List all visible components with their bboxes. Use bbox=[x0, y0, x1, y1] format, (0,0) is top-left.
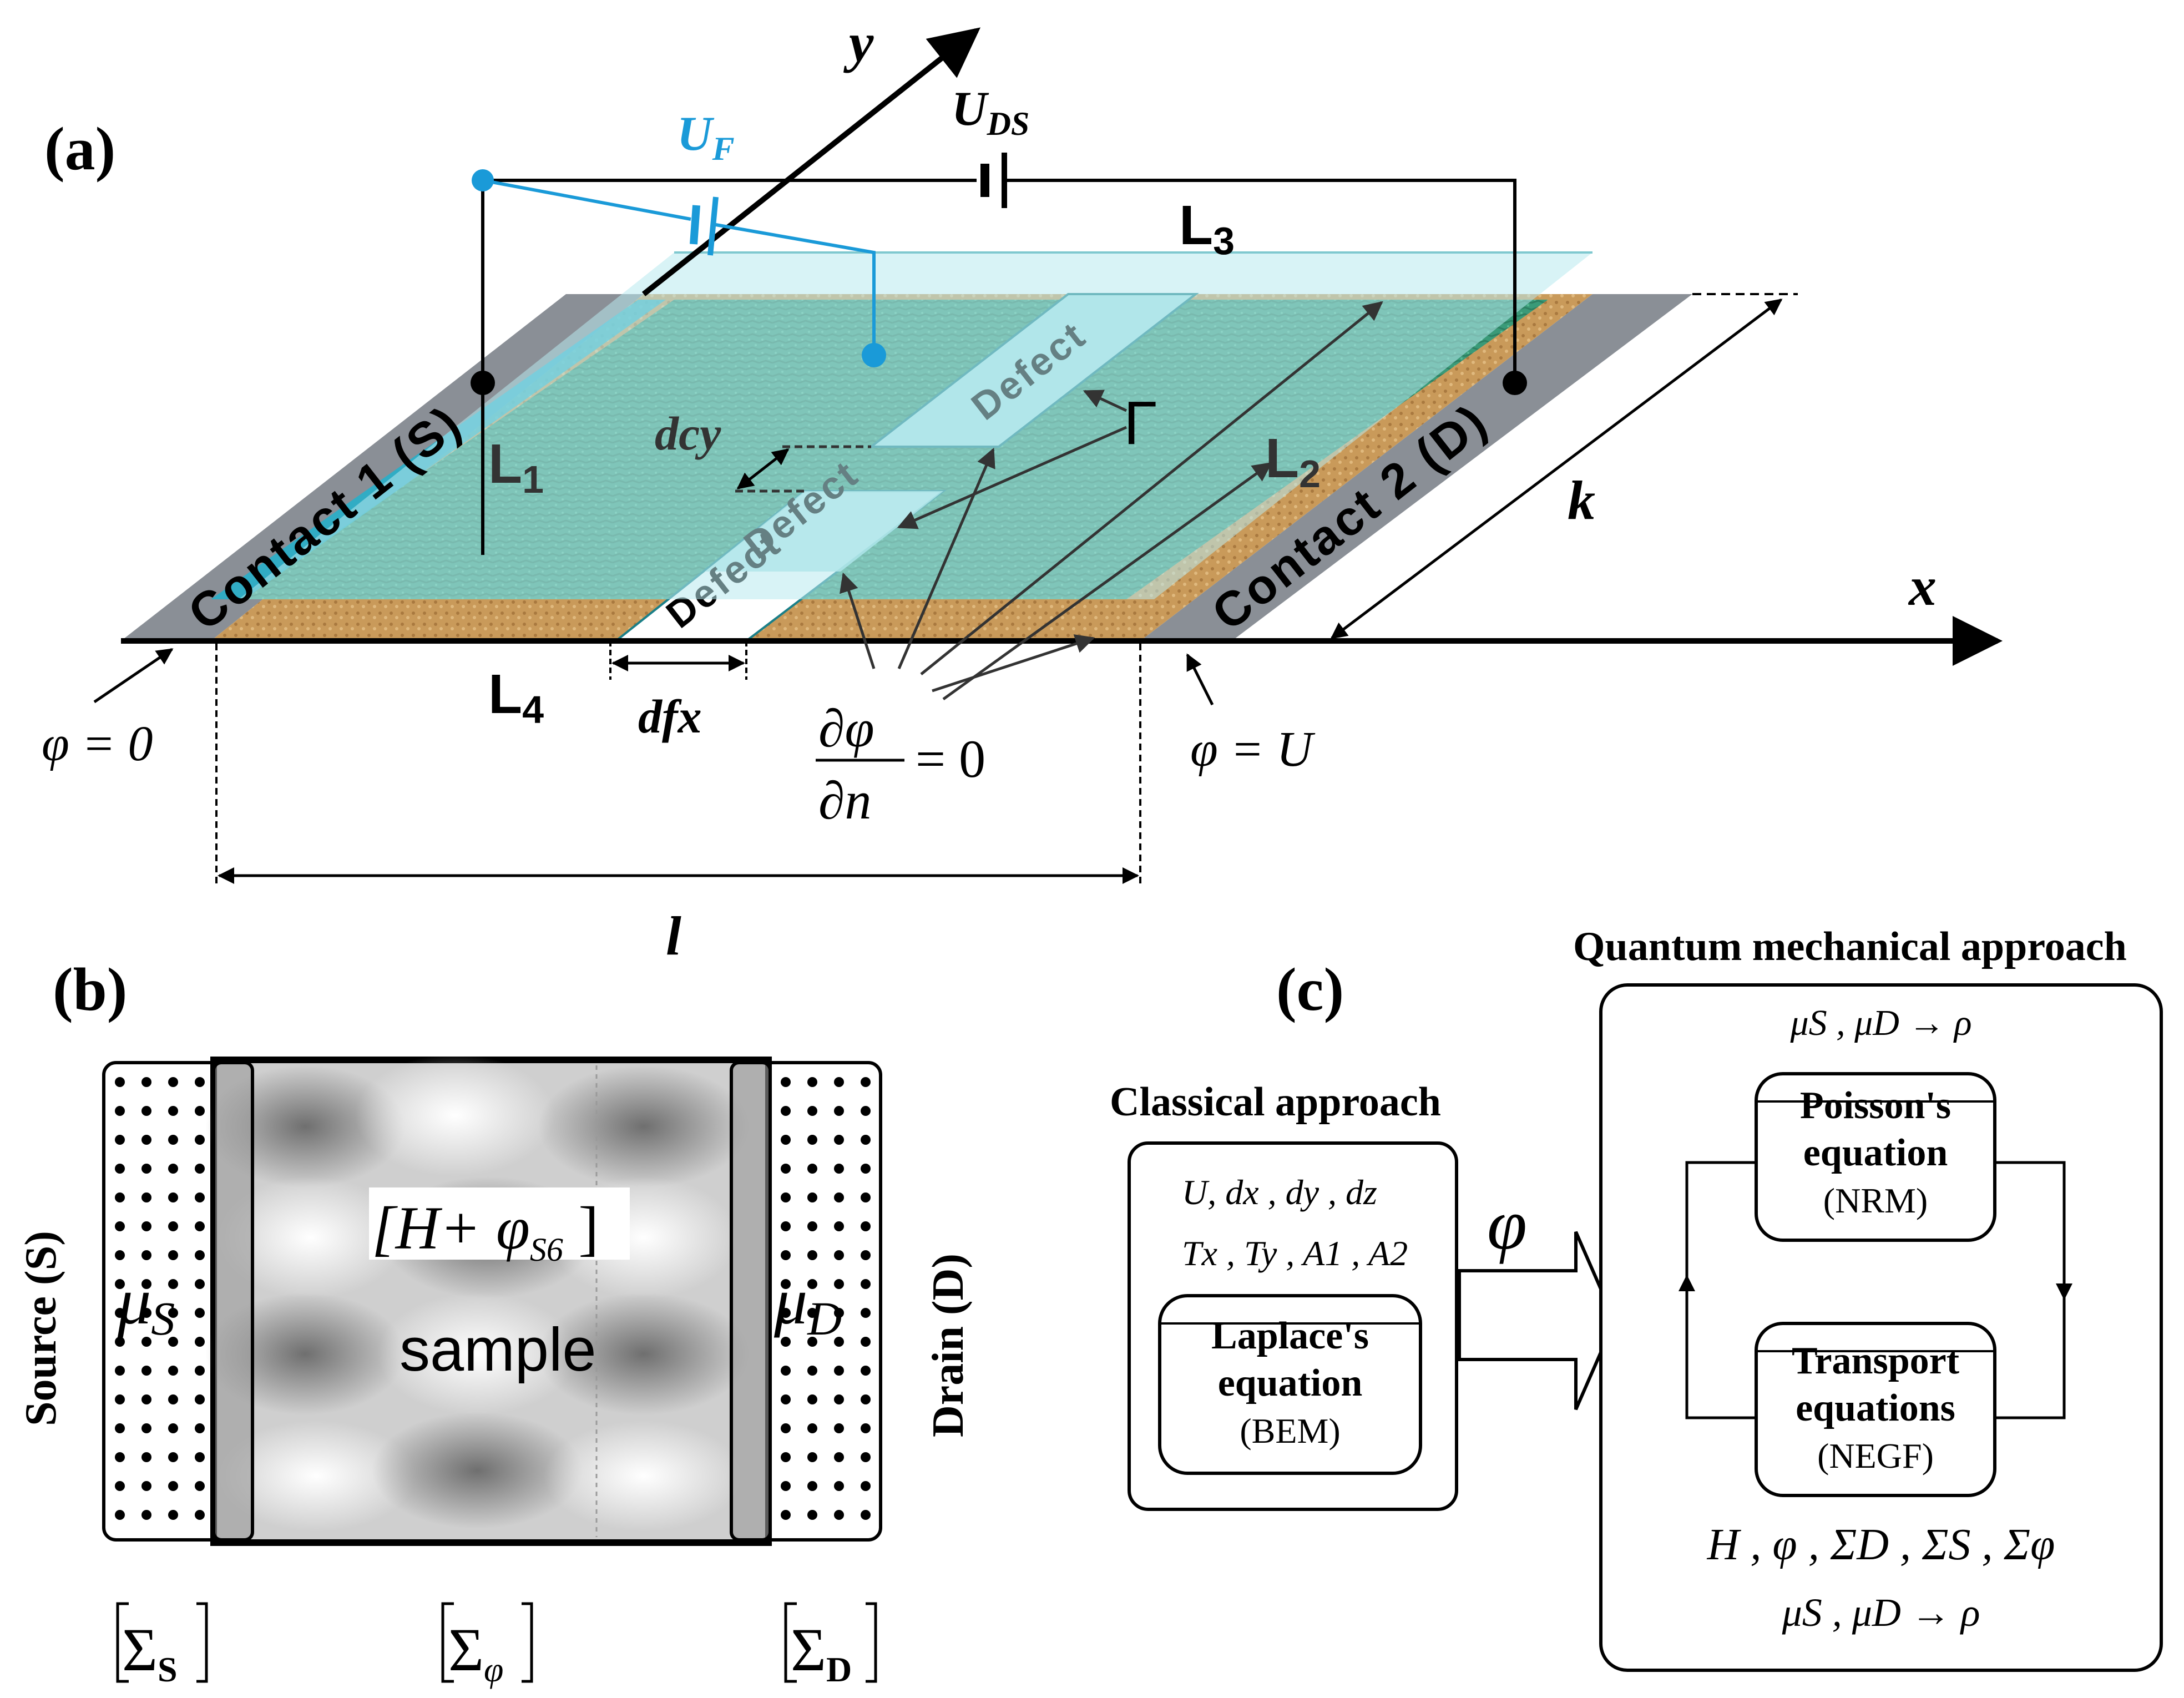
sigma-s-term: ΣS bbox=[116, 1602, 208, 1689]
x-axis-label: x bbox=[1908, 555, 1937, 617]
sigma-phi-term: Σφ bbox=[441, 1602, 533, 1689]
uf-battery-plate-short bbox=[690, 205, 700, 245]
y-axis bbox=[641, 27, 981, 296]
laplace-line-1: Laplace's bbox=[1211, 1315, 1369, 1357]
uds-label: UDS bbox=[952, 82, 1029, 142]
source-interface bbox=[212, 1061, 254, 1542]
panel-a-label: (a) bbox=[44, 115, 115, 183]
uf-label: UF bbox=[677, 107, 735, 167]
quantum-bottom-line-2: μS , μD → ρ bbox=[1782, 1590, 1980, 1635]
contact-2-terminal bbox=[1503, 371, 1527, 395]
classical-title: Classical approach bbox=[1110, 1079, 1441, 1125]
panel-c: (c) Quantum mechanical approach Classica… bbox=[1110, 924, 2163, 1672]
poisson-line-3: (NRM) bbox=[1823, 1181, 1928, 1220]
bc-numerator: ∂φ bbox=[818, 699, 874, 758]
sample-wavefunction-pattern bbox=[205, 1054, 749, 1537]
bc-denominator: ∂n bbox=[818, 771, 871, 830]
bc-arrow-1 bbox=[840, 572, 876, 669]
gamma-arrow-2 bbox=[897, 426, 1128, 529]
quantum-title: Quantum mechanical approach bbox=[1573, 924, 2127, 969]
phi-transfer-arrow bbox=[1458, 1231, 1617, 1411]
k-label: k bbox=[1568, 469, 1595, 531]
sigma-s-label: ΣS bbox=[122, 1616, 178, 1689]
loop-right-arrow-down bbox=[1995, 1298, 2066, 1419]
dcy-arrow bbox=[736, 448, 790, 489]
panel-a: (a) Defect Defect Defect Contact 1 (S) C… bbox=[42, 12, 2003, 967]
gamma-label: Γ bbox=[1124, 389, 1157, 457]
laplace-line-2: equation bbox=[1218, 1362, 1363, 1404]
gate-terminal bbox=[862, 343, 886, 367]
transport-line-2: equations bbox=[1796, 1387, 1955, 1429]
transport-line-3: (NEGF) bbox=[1817, 1436, 1934, 1475]
sigma-phi-label: Σφ bbox=[448, 1616, 503, 1689]
phiU-arrow bbox=[1186, 653, 1214, 706]
drain-label: Drain (D) bbox=[924, 1254, 973, 1437]
sample-label: sample bbox=[400, 1316, 596, 1384]
bc-arrow-5 bbox=[942, 462, 1272, 701]
contact-1-strip bbox=[121, 294, 644, 641]
contact-1-terminal bbox=[471, 371, 495, 395]
gamma-arrow-1 bbox=[1083, 390, 1128, 412]
poisson-line-2: equation bbox=[1803, 1131, 1948, 1174]
loop-left-arrow-up bbox=[1685, 1161, 1756, 1276]
poisson-box bbox=[1755, 1072, 1996, 1242]
hamiltonian-label-bg bbox=[369, 1187, 630, 1260]
quantum-top-relation: μS , μD → ρ bbox=[1789, 1003, 1971, 1043]
classical-params-2: Tx , Ty , A1 , A2 bbox=[1182, 1234, 1408, 1273]
l-label: l bbox=[666, 905, 681, 967]
panel-b: (b) [H+ φS6 ] sample μS bbox=[17, 956, 973, 1689]
y-axis-label: y bbox=[843, 12, 874, 73]
hamiltonian-label: [H+ φS6 ] bbox=[372, 1194, 599, 1268]
transport-box bbox=[1755, 1322, 1996, 1497]
transport-line-1: Transport bbox=[1792, 1340, 1959, 1382]
sigma-d-label: ΣD bbox=[791, 1616, 852, 1689]
bc-rhs: = 0 bbox=[916, 729, 985, 789]
L3-label: L3 bbox=[1179, 194, 1235, 262]
panel-c-label: (c) bbox=[1276, 956, 1344, 1023]
poisson-line-1: Poisson's bbox=[1800, 1084, 1951, 1127]
laplace-box bbox=[1158, 1294, 1422, 1475]
source-label: Source (S) bbox=[17, 1231, 65, 1426]
panel-b-label: (b) bbox=[53, 956, 127, 1023]
mu-d-label: μD bbox=[774, 1264, 842, 1345]
loop-left-arrow bbox=[1679, 1275, 1756, 1419]
L4-label: L4 bbox=[488, 663, 544, 731]
dcy-label: dcy bbox=[655, 407, 721, 460]
uf-circuit-wire-left bbox=[482, 179, 691, 221]
laplace-line-3: (BEM) bbox=[1240, 1411, 1340, 1451]
phi0-label: φ = 0 bbox=[42, 716, 153, 771]
phi-label: φ bbox=[1487, 1185, 1527, 1265]
gate-glass bbox=[239, 252, 1593, 599]
drain-interface bbox=[730, 1061, 772, 1542]
drain-lead-dots bbox=[771, 1065, 878, 1537]
L1-label: L1 bbox=[488, 433, 544, 501]
phi0-arrow bbox=[93, 648, 174, 704]
uf-battery-plate-long bbox=[707, 196, 719, 256]
loop-right-arrow bbox=[1995, 1161, 2072, 1300]
source-lead-dots bbox=[107, 1065, 212, 1537]
bc-arrow-3 bbox=[920, 301, 1383, 675]
uf-circuit-wire-right bbox=[715, 223, 876, 355]
bc-arrow-2 bbox=[897, 447, 995, 669]
quantum-bottom-line-1: H , φ , ΣD , ΣS , Σφ bbox=[1707, 1520, 2055, 1569]
phiU-label: φ = U bbox=[1190, 722, 1316, 777]
k-dimension-arrow bbox=[1330, 299, 1783, 639]
classical-params-1: U, dx , dy , dz bbox=[1182, 1173, 1377, 1212]
sigma-d-term: ΣD bbox=[784, 1602, 877, 1689]
dfx-label: dfx bbox=[638, 690, 702, 743]
mu-s-label: μS bbox=[117, 1264, 175, 1345]
bc-arrow-4 bbox=[932, 634, 1095, 693]
